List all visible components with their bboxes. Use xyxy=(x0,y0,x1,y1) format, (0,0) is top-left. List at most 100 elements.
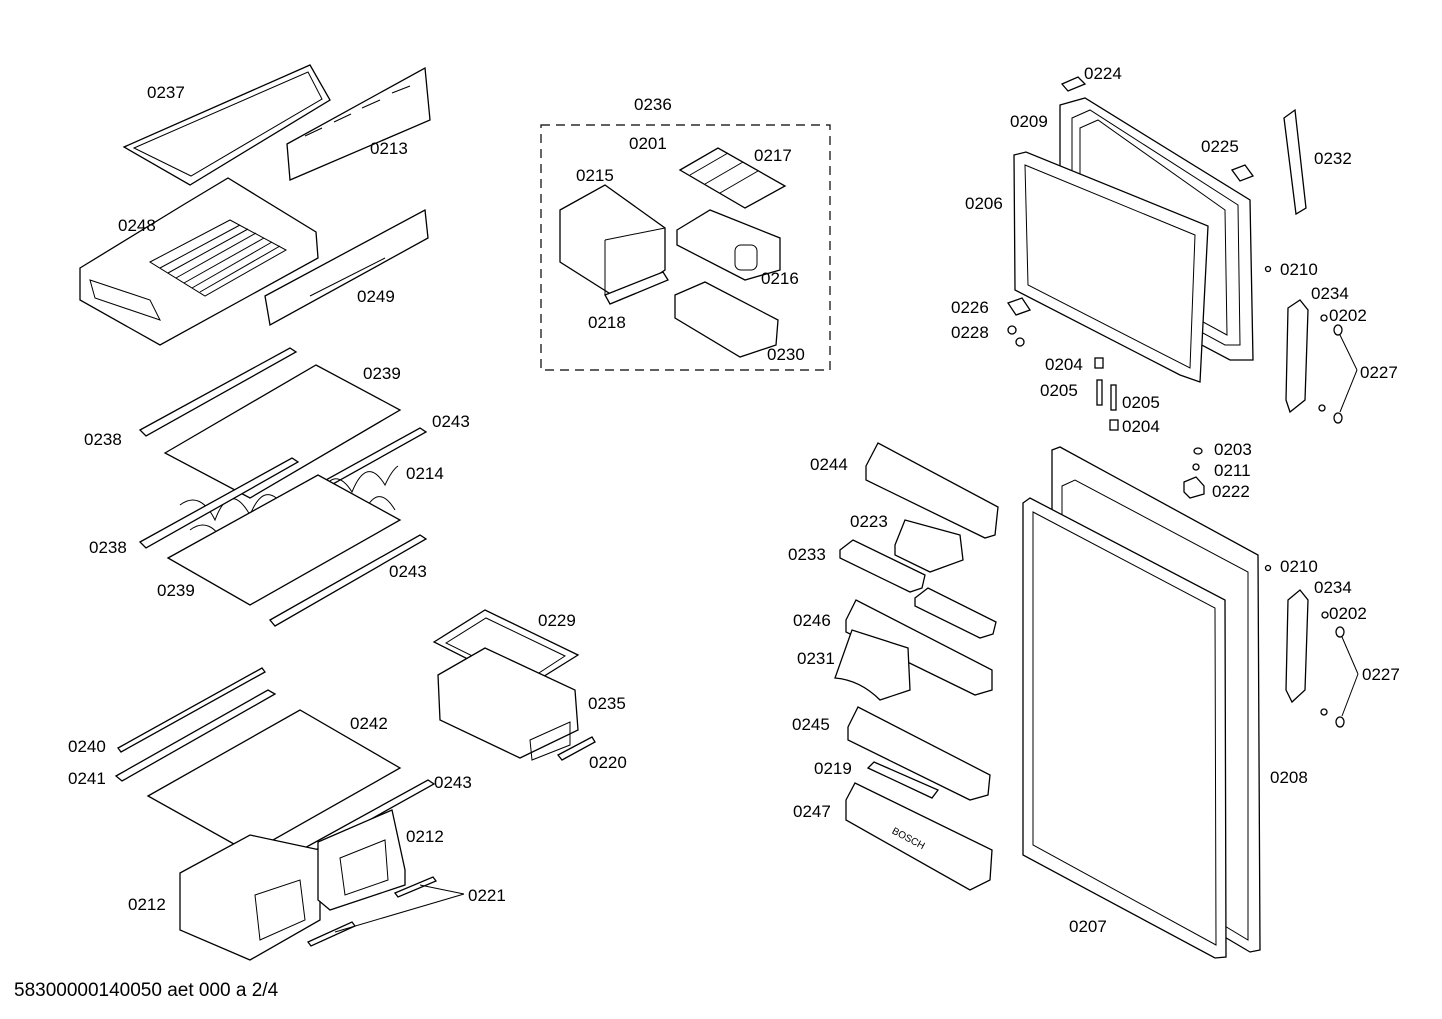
label-0229: 0229 xyxy=(538,611,576,630)
part-0248-drawer xyxy=(79,177,319,346)
label-0249: 0249 xyxy=(357,287,395,306)
part-0225-clip xyxy=(1230,164,1255,182)
label-0218: 0218 xyxy=(588,313,626,332)
part-0213-vent-panel xyxy=(286,66,431,181)
part-0239-sheet-upper xyxy=(163,364,402,499)
part-0206-door-gasket xyxy=(1013,151,1209,383)
label-0202-lower: 0202 xyxy=(1329,604,1367,623)
part-0247-bottle-shelf: BOSCH xyxy=(845,782,993,891)
label-0227-lower: 0227 xyxy=(1362,665,1400,684)
part-0238-strip-upper xyxy=(138,347,298,437)
part-0210-screws xyxy=(1264,265,1272,572)
part-0212-bin-left xyxy=(179,834,321,961)
part-0245-door-shelf xyxy=(847,706,991,801)
part-0234-handle-upper xyxy=(1285,299,1309,414)
label-0233: 0233 xyxy=(788,545,826,564)
label-0238-lower: 0238 xyxy=(89,538,127,557)
label-0219: 0219 xyxy=(814,759,852,778)
label-0211: 0211 xyxy=(1214,461,1251,480)
label-0232: 0232 xyxy=(1314,149,1352,168)
part-0202-0227-caps-upper xyxy=(1318,314,1358,424)
label-0204-lower: 0204 xyxy=(1122,417,1160,436)
part-0235-box xyxy=(437,647,579,761)
label-0247: 0247 xyxy=(793,802,831,821)
label-0242: 0242 xyxy=(350,714,388,733)
label-0214: 0214 xyxy=(406,464,444,483)
label-0248: 0248 xyxy=(118,216,156,235)
part-0217-ice-tray xyxy=(678,147,787,209)
label-0206: 0206 xyxy=(965,194,1003,213)
label-0212-left: 0212 xyxy=(128,895,166,914)
label-0204-upper: 0204 xyxy=(1045,355,1083,374)
label-0246: 0246 xyxy=(793,611,831,630)
label-0228: 0228 xyxy=(951,323,989,342)
part-0244-door-shelf xyxy=(865,442,999,539)
part-0215-ice-housing xyxy=(559,184,666,301)
part-0226-bracket xyxy=(1006,297,1032,316)
part-0231-flap xyxy=(834,629,911,701)
label-0212-right: 0212 xyxy=(406,827,444,846)
part-0207-door-gasket xyxy=(1022,497,1227,959)
part-0202-0227-caps-lower xyxy=(1320,611,1359,728)
part-0228-screws xyxy=(1007,325,1025,347)
label-0209: 0209 xyxy=(1010,112,1048,131)
part-0242-sheet xyxy=(146,709,402,854)
label-0210-lower: 0210 xyxy=(1280,557,1318,576)
label-0239-upper: 0239 xyxy=(363,364,401,383)
part-0203-0211-0222-parts xyxy=(1183,447,1205,499)
part-0218-strip xyxy=(604,271,669,305)
footer-reference: 58300000140050 aet 000 a 2/4 xyxy=(14,980,279,1001)
part-0223-butter-box xyxy=(894,519,964,573)
label-0235: 0235 xyxy=(588,694,626,713)
label-0220: 0220 xyxy=(589,753,627,772)
label-0207: 0207 xyxy=(1069,917,1107,936)
label-0239-lower: 0239 xyxy=(157,581,195,600)
label-0205-right: 0205 xyxy=(1122,393,1160,412)
label-0237: 0237 xyxy=(147,83,185,102)
label-0234-lower: 0234 xyxy=(1314,578,1352,597)
part-0220-rod xyxy=(557,736,596,761)
label-0241: 0241 xyxy=(68,769,106,788)
label-0231: 0231 xyxy=(797,649,835,668)
part-0236-icemaker-group xyxy=(540,124,831,371)
label-0225: 0225 xyxy=(1201,137,1239,156)
part-0234-handle-lower xyxy=(1285,589,1309,704)
label-0238-upper: 0238 xyxy=(84,430,122,449)
label-0223: 0223 xyxy=(850,512,888,531)
label-0216: 0216 xyxy=(761,269,799,288)
part-0240-strip xyxy=(117,667,266,753)
label-0217: 0217 xyxy=(754,146,792,165)
part-0224-cap xyxy=(1060,76,1087,92)
label-0224: 0224 xyxy=(1084,64,1122,83)
label-0227-upper: 0227 xyxy=(1360,363,1398,382)
part-0204-0205-pins xyxy=(1094,357,1119,431)
label-0240: 0240 xyxy=(68,737,106,756)
part-0232-hinge-bar xyxy=(1283,108,1307,216)
label-0236: 0236 xyxy=(634,95,672,114)
label-0230: 0230 xyxy=(767,345,805,364)
label-0234-upper: 0234 xyxy=(1311,284,1349,303)
label-0213: 0213 xyxy=(370,139,408,158)
part-0243-strip-lower xyxy=(269,534,428,627)
part-0212-bin-right xyxy=(317,809,406,911)
part-0237-frame xyxy=(122,64,331,186)
part-0246-door-shelf xyxy=(845,599,993,696)
label-0203: 0203 xyxy=(1214,440,1252,459)
label-0226: 0226 xyxy=(951,298,989,317)
part-0216-ice-bucket xyxy=(676,209,781,281)
part-0219-strip xyxy=(866,761,940,799)
label-0221: 0221 xyxy=(468,886,506,905)
part-0239-sheet-lower xyxy=(166,474,402,606)
label-0215: 0215 xyxy=(576,166,614,185)
label-0201: 0201 xyxy=(629,134,667,153)
label-0243-lower: 0243 xyxy=(389,562,427,581)
label-0243-upper: 0243 xyxy=(432,412,470,431)
part-0249-rail xyxy=(264,208,429,327)
part-0241-strip xyxy=(114,689,277,782)
label-0243-bottom: 0243 xyxy=(434,773,472,792)
label-0244: 0244 xyxy=(810,455,848,474)
part-0238-strip-lower xyxy=(138,457,300,549)
label-0222: 0222 xyxy=(1212,482,1250,501)
label-0208: 0208 xyxy=(1270,768,1308,787)
